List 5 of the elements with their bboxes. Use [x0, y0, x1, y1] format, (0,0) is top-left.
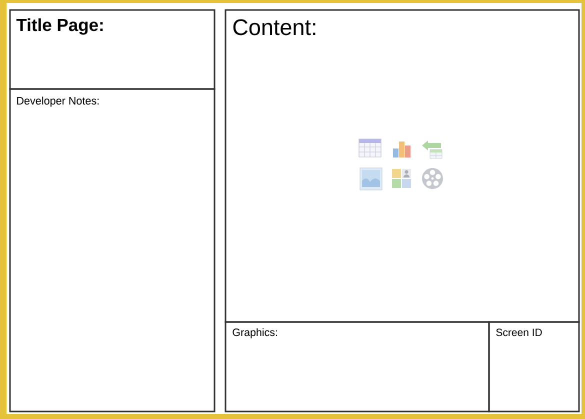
screen-id-box: Screen ID	[488, 321, 580, 412]
content-box: Content:	[224, 9, 580, 323]
graphics-box: Graphics:	[224, 321, 490, 412]
title-box: Title Page:	[9, 9, 216, 90]
notes-box: Developer Notes:	[9, 88, 216, 412]
